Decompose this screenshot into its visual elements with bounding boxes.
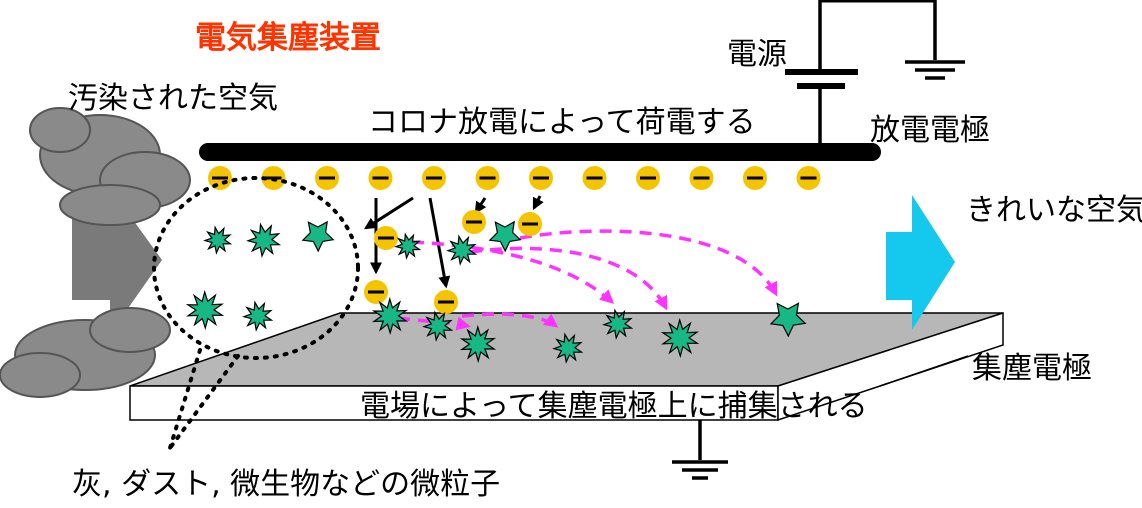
electrode-ion xyxy=(582,166,607,190)
discharge-electrode-label: 放電電極 xyxy=(870,113,990,148)
collected-particle xyxy=(660,317,700,359)
electrode-ion xyxy=(529,166,553,190)
capture-label: 電場によって集塵電極上に捕集される xyxy=(360,389,868,424)
electrode-ion xyxy=(689,166,714,190)
dust-particle xyxy=(203,225,233,255)
charged-particle xyxy=(446,234,478,266)
collected-particle xyxy=(552,332,584,364)
particle-magnifier xyxy=(152,176,360,450)
electrode-ion xyxy=(368,166,393,190)
power-supply-label: 電源 xyxy=(727,37,787,72)
magnified-particles xyxy=(185,220,335,332)
charged-particles xyxy=(364,210,807,364)
polluted-cloud-top xyxy=(29,107,191,226)
dust-particle xyxy=(246,222,282,258)
collector-leader-line xyxy=(879,355,969,387)
electrode-ion xyxy=(315,166,339,190)
ion-drift-arrows xyxy=(363,195,544,289)
electrode-ion xyxy=(422,166,446,190)
charged-ion xyxy=(364,280,388,304)
charged-ion xyxy=(434,290,458,314)
corona-discharge-label: コロナ放電によって荷電する xyxy=(368,105,756,140)
power-supply-circuit xyxy=(785,0,937,150)
electrode-ions xyxy=(208,166,821,190)
charged-ion xyxy=(518,212,542,236)
electrode-ion xyxy=(475,166,500,190)
particle-trajectories xyxy=(397,229,778,331)
collector-electrode-label: 集塵電極 xyxy=(972,351,1092,386)
particles-label: 灰, ダスト, 微生物などの微粒子 xyxy=(72,467,500,502)
electrode-ion xyxy=(796,166,821,190)
ground-icon xyxy=(905,60,965,80)
charged-particle xyxy=(488,220,522,253)
collected-particle xyxy=(371,296,409,336)
polluted-air-label: 汚染された空気 xyxy=(68,81,278,116)
collected-particle xyxy=(422,310,454,342)
collected-particle xyxy=(459,324,497,364)
charged-ion xyxy=(374,226,398,250)
charged-ion xyxy=(462,210,486,234)
diagram-title: 電気集塵装置 xyxy=(195,20,381,56)
polluted-cloud-bottom xyxy=(0,307,171,398)
ground-icon-plate xyxy=(672,420,728,480)
electrode-ion xyxy=(743,166,767,190)
microbe-particle xyxy=(301,220,335,253)
collected-particle xyxy=(769,302,807,338)
electrode-ion xyxy=(636,166,660,190)
collected-particle xyxy=(602,308,634,340)
dust-particle xyxy=(185,289,225,331)
dust-particle xyxy=(242,300,274,332)
charged-particle xyxy=(394,232,422,260)
electrode-ion xyxy=(208,166,232,190)
clean-air-arrow xyxy=(886,195,955,330)
clean-air-label: きれいな空気 xyxy=(966,193,1142,228)
